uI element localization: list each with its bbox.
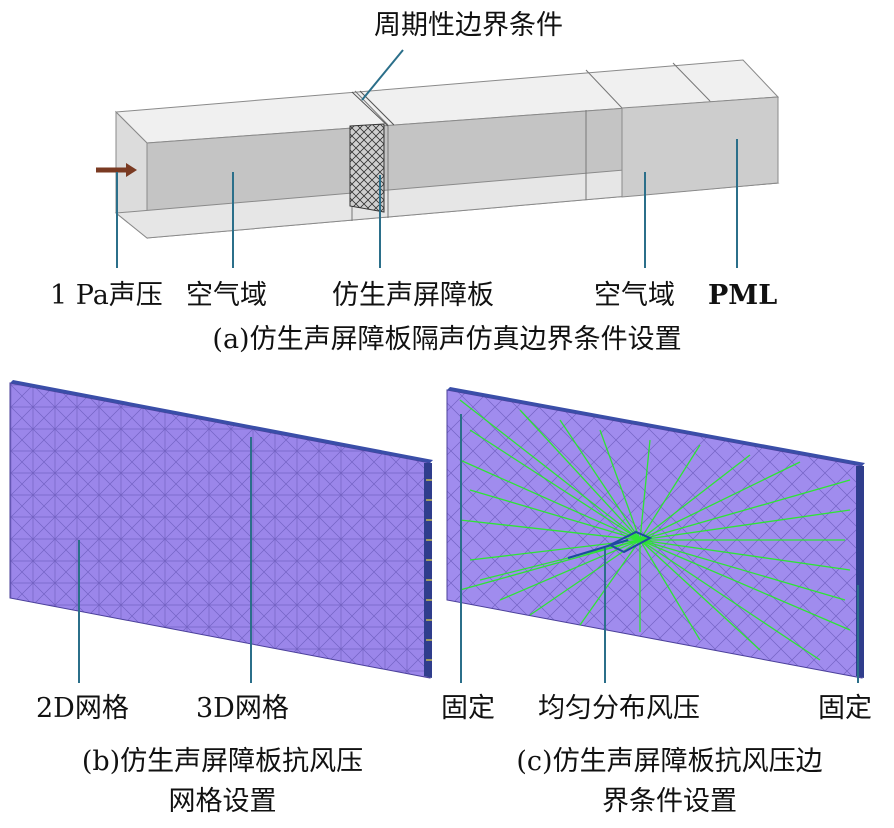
mesh-2d-label: 2D网格 — [36, 693, 129, 724]
air-domain-left-label: 空气域 — [186, 280, 267, 311]
leader-lines-b — [78, 437, 252, 683]
mesh-3d-label: 3D网格 — [196, 693, 289, 724]
leader-lines-c — [460, 414, 859, 683]
caption-c-line2: 界条件设置 — [602, 786, 737, 817]
mesh-plate — [9, 380, 433, 679]
pml-label: PML — [708, 280, 778, 311]
bionic-panel-label: 仿生声屏障板 — [332, 280, 494, 311]
periodic-boundary-label: 周期性边界条件 — [374, 10, 563, 41]
caption-a: (a)仿生声屏障板隔声仿真边界条件设置 — [212, 324, 682, 355]
caption-b-line1: (b)仿生声屏障板抗风压 — [81, 746, 364, 777]
duct-model — [114, 59, 780, 240]
load-plate — [446, 387, 865, 679]
fixed-left-label: 固定 — [441, 693, 495, 724]
air-domain-right-label: 空气域 — [594, 280, 675, 311]
sound-pressure-label: 1 Pa声压 — [50, 280, 163, 311]
fixed-right-label: 固定 — [818, 693, 872, 724]
caption-c-line1: (c)仿生声屏障板抗风压边 — [516, 746, 823, 777]
sound-pressure-arrow — [96, 163, 137, 177]
caption-b-line2: 网格设置 — [168, 786, 277, 817]
leader-lines-a — [116, 49, 738, 268]
uniform-wind-pressure-label: 均匀分布风压 — [538, 693, 700, 724]
